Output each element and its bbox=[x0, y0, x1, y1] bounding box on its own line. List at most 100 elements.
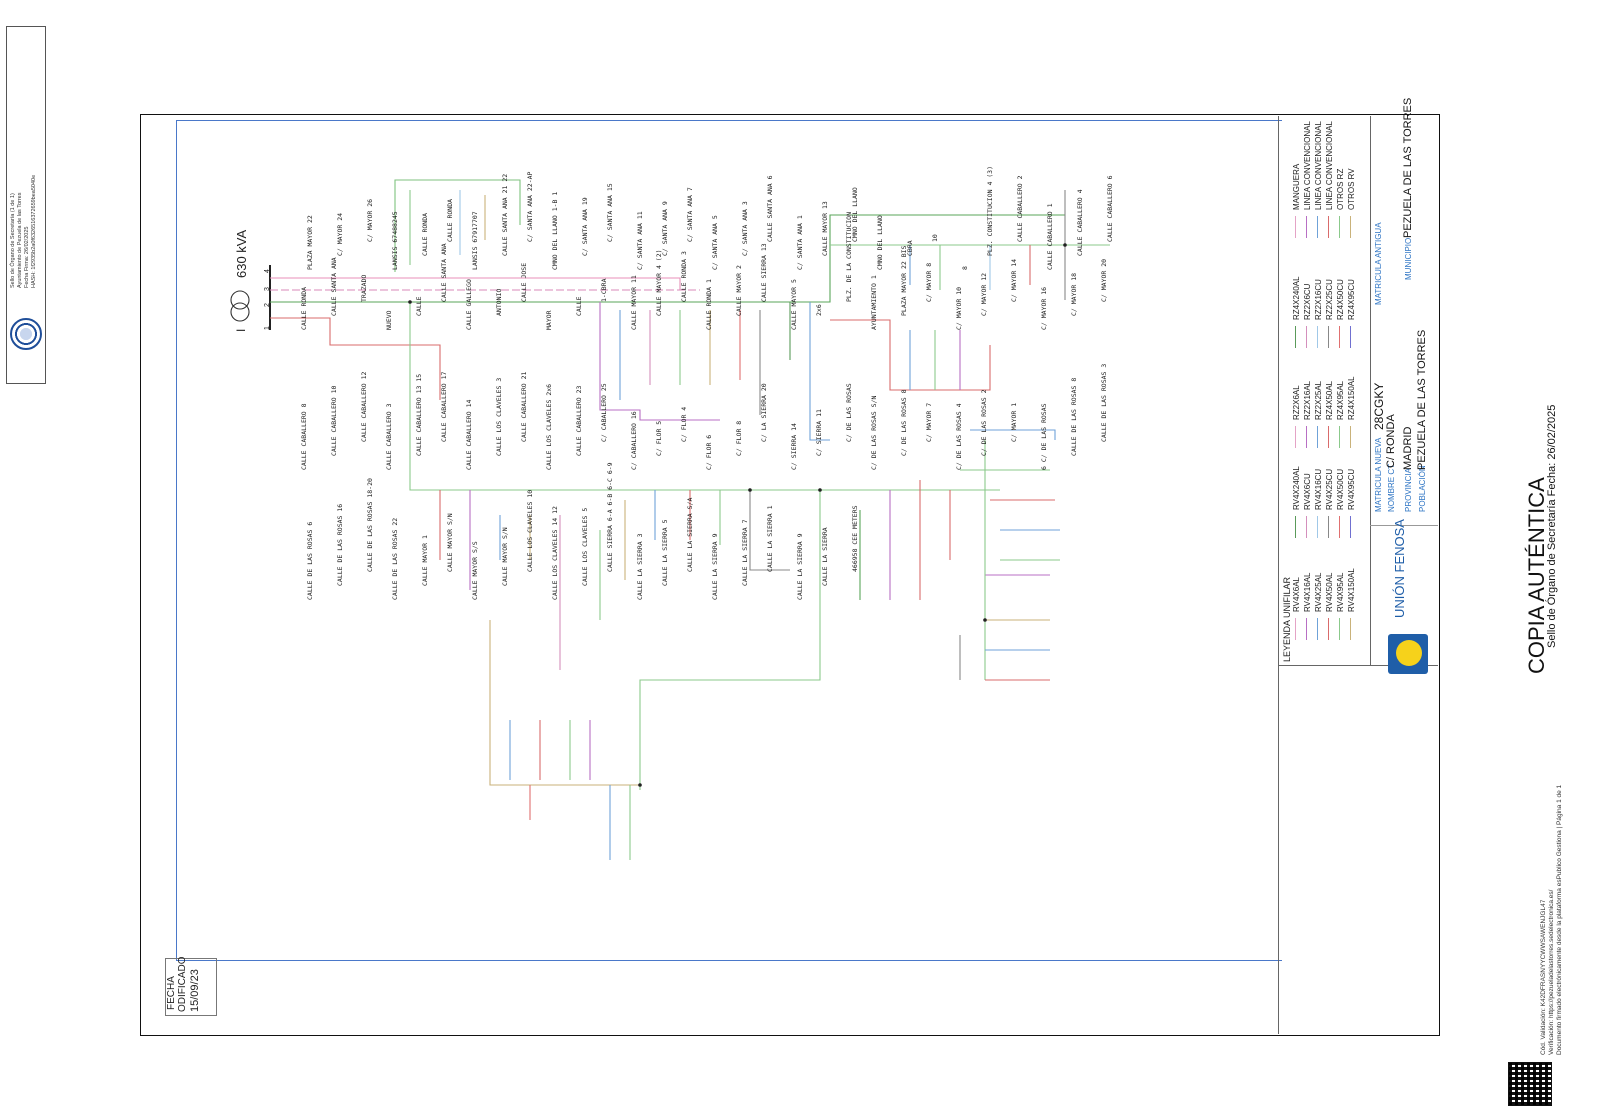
legend-item: RV4X50AL bbox=[1325, 572, 1334, 612]
legend-item: RV4X240AL bbox=[1292, 466, 1301, 510]
legend-swatch bbox=[1339, 326, 1340, 348]
title-block-divider bbox=[1370, 525, 1438, 526]
legend-swatch bbox=[1328, 426, 1329, 448]
legend-item: RV4X150AL bbox=[1347, 568, 1356, 612]
circuit-label: CALLE SANTA ANA 21 22 bbox=[501, 173, 509, 256]
circuit-label: 2x6 bbox=[815, 304, 823, 316]
bus-number-2: 2 bbox=[264, 303, 271, 307]
legend-swatch bbox=[1350, 618, 1351, 640]
circuit-label: CALLE LA SIERRA 7 bbox=[741, 519, 749, 586]
legend-swatch bbox=[1328, 618, 1329, 640]
circuit-label: NUEVO bbox=[385, 310, 393, 330]
bus-number-4: 4 bbox=[264, 269, 271, 273]
municipio-value: PEZUELA DE LAS TORRES bbox=[1402, 97, 1414, 238]
circuit-label: CALLE CABALLERO 12 bbox=[360, 371, 368, 442]
circuit-label: CALLE LA SIERRA S/A bbox=[686, 497, 694, 572]
frame-line bbox=[176, 960, 1282, 961]
circuit-label: CALLE CABALLERO 10 bbox=[330, 385, 338, 456]
feeder-line bbox=[970, 429, 1056, 440]
circuit-label: C/ FLOR 8 bbox=[735, 420, 743, 456]
frame-line bbox=[176, 120, 1282, 121]
feeder-line bbox=[639, 490, 821, 790]
validation-code: Cód. Validación: K42DFRASNYYCWWSAWENJGL4… bbox=[1540, 899, 1547, 1055]
legend-swatch bbox=[1295, 426, 1296, 448]
legend-item: LINEA CONVENCIONAL bbox=[1325, 121, 1334, 210]
circuit-label: CBRA bbox=[906, 240, 914, 256]
circuit-label: C/ SANTA ANA 7 bbox=[686, 187, 694, 242]
circuit-label: CALLE CABALLERO 3 bbox=[385, 403, 393, 470]
title-block-border bbox=[1278, 116, 1279, 1034]
circuit-label: CALLE SIERRA 13 bbox=[760, 243, 768, 302]
circuit-label: CALLE DE LAS ROSAS 3 bbox=[1100, 363, 1108, 442]
feeder-line bbox=[830, 319, 991, 391]
circuit-label: C/ DE LAS ROSAS bbox=[845, 383, 853, 442]
legend-swatch bbox=[1306, 426, 1307, 448]
circuit-label: C/ LA SIERRA 20 bbox=[760, 383, 768, 442]
circuit-label: CALLE RONDA 3 bbox=[680, 251, 688, 302]
circuit-label: C/ MAYOR 14 bbox=[1010, 258, 1018, 302]
circuit-label: CALLE LA SIERRA 1 bbox=[766, 505, 774, 572]
circuit-label: C/ FLOR 6 bbox=[705, 434, 713, 470]
title-block-divider bbox=[1370, 116, 1371, 666]
circuit-label: CALLE CABALLERO 23 bbox=[575, 385, 583, 456]
circuit-label: C/ SANTA ANA 3 bbox=[741, 201, 749, 256]
circuit-label: CALLE JOSE bbox=[520, 262, 528, 302]
matricula-nueva-label: MATRICULA NUEVA bbox=[1374, 437, 1383, 512]
legend-swatch bbox=[1317, 216, 1318, 238]
legend-item: RZ4X50AL bbox=[1325, 380, 1334, 420]
legend-item: RZ4X95CU bbox=[1347, 279, 1356, 320]
circuit-label: C/ MAYOR 16 bbox=[1040, 286, 1048, 330]
drawing-sheet bbox=[140, 114, 1440, 1036]
circuit-label: CALLE SANTA ANA bbox=[330, 257, 338, 316]
circuit-label: C/ SANTA ANA 11 bbox=[636, 211, 644, 270]
circuit-label: C/ MAYOR 8 bbox=[925, 262, 933, 302]
circuit-label: CALLE CABALLERO 13 15 bbox=[415, 373, 423, 456]
legend-item: RZ4X240AL bbox=[1292, 276, 1301, 320]
poblacion-label: POBLACIÓN bbox=[1418, 465, 1427, 512]
circuit-label: CALLE MAYOR 5 bbox=[790, 279, 798, 330]
circuit-label: C/ SANTA ANA 5 bbox=[711, 215, 719, 270]
junction-dot bbox=[408, 300, 412, 304]
legend-item: RZ2X16AL bbox=[1303, 380, 1312, 420]
legend-swatch bbox=[1339, 618, 1340, 640]
feeder-line bbox=[489, 620, 640, 786]
legend-swatch bbox=[1339, 516, 1340, 538]
signature-stamp-box bbox=[6, 26, 46, 384]
circuit-label: LANSIS 67917707 bbox=[471, 211, 479, 270]
circuit-label: CALLE LA SIERRA 5 bbox=[661, 519, 669, 586]
legend-swatch bbox=[1339, 216, 1340, 238]
legend-item: RV4X50CU bbox=[1336, 468, 1345, 510]
circuit-label: C/ MAYOR 12 bbox=[980, 272, 988, 316]
circuit-label: CALLE MAYOR S/S bbox=[471, 541, 479, 600]
qr-code-icon[interactable] bbox=[1508, 1062, 1552, 1106]
circuit-label: C/ MAYOR 7 bbox=[925, 402, 933, 442]
signature-note: Documento firmado electrónicamente desde… bbox=[1556, 784, 1563, 1055]
transformer-rating: 630 kVA bbox=[234, 229, 249, 278]
legend-swatch bbox=[1328, 216, 1329, 238]
date-box bbox=[165, 958, 217, 1016]
legend-swatch bbox=[1317, 516, 1318, 538]
feeder-line bbox=[409, 302, 1000, 491]
bus-number-1: 1 bbox=[264, 326, 271, 330]
legend-item: RZ4X95AL bbox=[1336, 380, 1345, 420]
circuit-label: CALLE DE LAS ROSAS 16 bbox=[336, 503, 344, 586]
junction-dot bbox=[748, 488, 752, 492]
circuit-label: CALLE LA SIERRA 9 bbox=[711, 533, 719, 600]
circuit-label: C/ MAYOR 18 bbox=[1070, 272, 1078, 316]
circuit-label: CALLE CABALLERO 6 bbox=[1106, 175, 1114, 242]
circuit-label: CALLE CABALLERO 14 bbox=[465, 399, 473, 470]
legend-item: RZ4X50CU bbox=[1336, 279, 1345, 320]
circuit-label: CALLE LA SIERRA bbox=[821, 527, 829, 586]
junction-dot bbox=[983, 618, 987, 622]
circuit-label: CALLE SANTA ANA bbox=[440, 243, 448, 302]
nombre-ct-value: C/ RONDA bbox=[1385, 414, 1397, 468]
circuit-label: CALLE bbox=[415, 296, 423, 316]
circuit-label: C/ MAYOR 20 bbox=[1100, 258, 1108, 302]
circuit-label: CALLE LOS CLAVELES 2x6 bbox=[545, 383, 553, 470]
legend-swatch bbox=[1350, 426, 1351, 448]
circuit-label: C/ SANTA ANA 22-AP bbox=[526, 171, 534, 242]
circuit-label: CALLE RONDA bbox=[300, 286, 308, 330]
circuit-label: CALLE LA SIERRA 3 bbox=[636, 533, 644, 600]
legend-swatch bbox=[1306, 326, 1307, 348]
circuit-label: C/ SANTA ANA 15 bbox=[606, 183, 614, 242]
